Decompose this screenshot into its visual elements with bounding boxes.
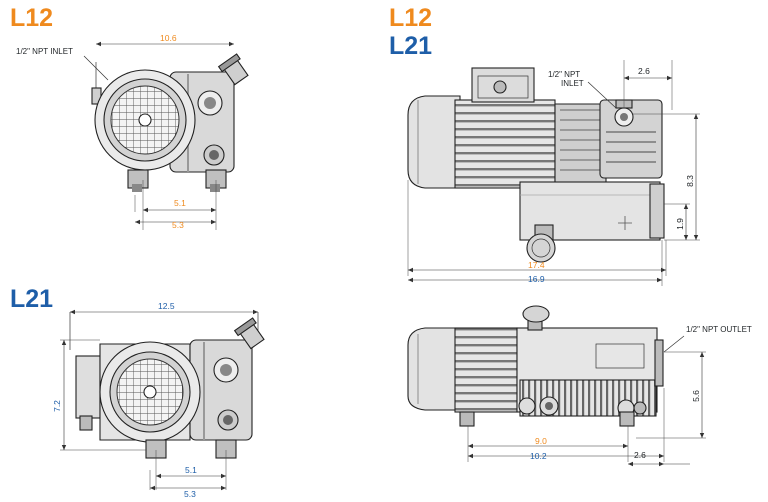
side-base-height-label: 1.9 xyxy=(675,218,685,230)
l21-title-side: L21 xyxy=(389,32,432,60)
l12-foot-outer-label: 5.3 xyxy=(172,220,184,230)
l21-foot-inner-label: 5.1 xyxy=(185,465,197,475)
l12-foot-inner-label: 5.1 xyxy=(174,198,186,208)
top-view: 1/2" NPT OUTLET 5.6 9.0 10.2 2.6 xyxy=(407,305,752,467)
side-length-l12-label: 17.4 xyxy=(528,260,545,270)
side-view: 1/2" NPT INLET 2.6 8.3 1.9 17.4 16.9 xyxy=(407,60,700,286)
l12-front-width-label: 10.6 xyxy=(160,33,177,43)
top-outlet-callout: 1/2" NPT OUTLET xyxy=(686,325,752,334)
side-length-l21-label: 16.9 xyxy=(528,274,545,284)
l12-title-top-left: L12 xyxy=(10,4,53,32)
l21-foot-outer-label: 5.3 xyxy=(184,489,196,499)
l21-title-bottom-left: L21 xyxy=(10,285,53,313)
l21-front-view: 12.5 7.2 5.1 5.3 xyxy=(52,301,265,499)
l21-front-width-label: 12.5 xyxy=(158,301,175,311)
l12-title-side: L12 xyxy=(389,4,432,32)
top-outlet-height-label: 5.6 xyxy=(691,390,701,402)
top-outlet-offset-label: 2.6 xyxy=(634,450,646,460)
side-height-label: 8.3 xyxy=(685,175,695,187)
side-inlet-offset-label: 2.6 xyxy=(638,66,650,76)
top-length-l21-label: 10.2 xyxy=(530,451,547,461)
side-inlet-callout-line2: INLET xyxy=(561,79,584,88)
l12-front-view: 10.6 1/2" NPT INLET 5.1 5.3 xyxy=(16,33,249,230)
l21-front-height-label: 7.2 xyxy=(52,400,62,412)
l12-inlet-callout: 1/2" NPT INLET xyxy=(16,47,73,56)
side-inlet-callout-line1: 1/2" NPT xyxy=(548,70,580,79)
top-length-l12-label: 9.0 xyxy=(535,436,547,446)
